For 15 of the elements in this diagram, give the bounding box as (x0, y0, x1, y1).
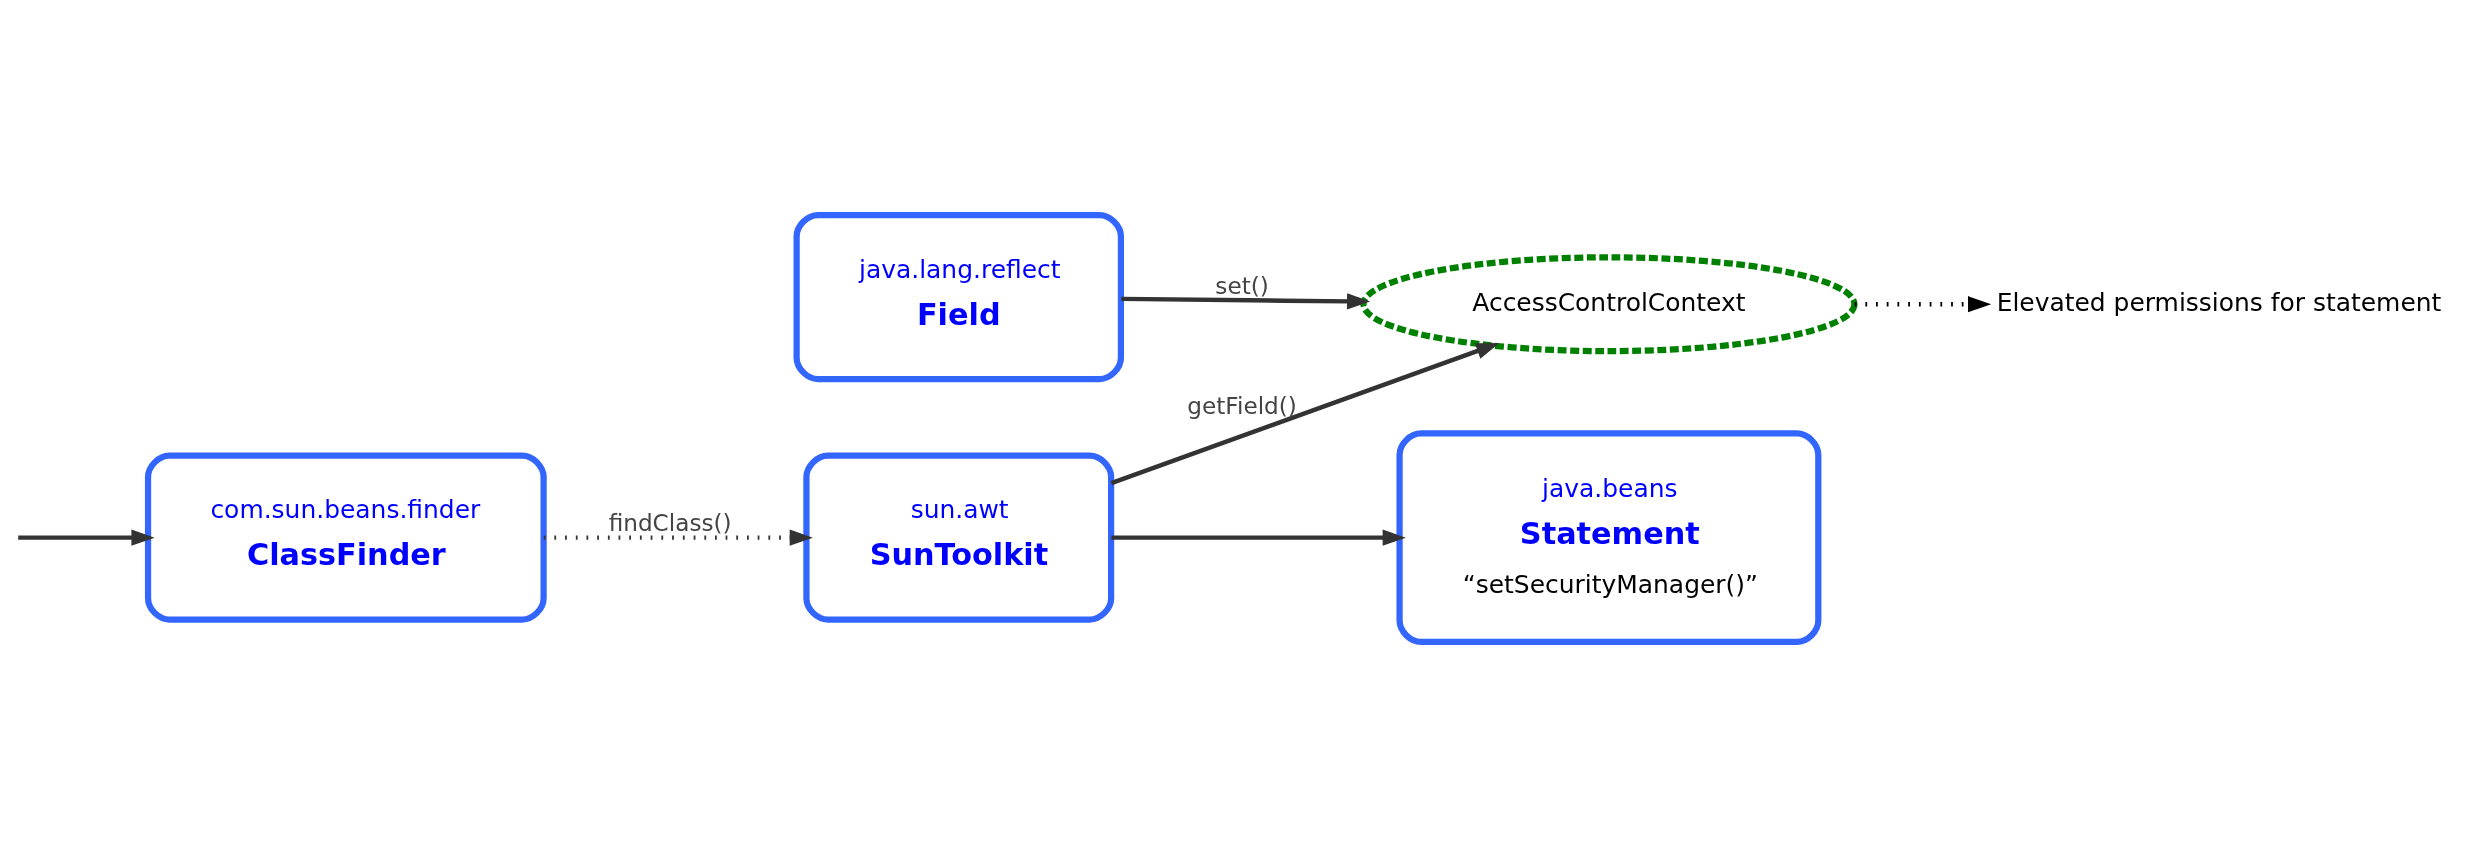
node-text: Elevated permissions for statement (1996, 287, 2442, 317)
edge-label: getField() (1187, 392, 1297, 419)
edge-label: set() (1215, 272, 1269, 299)
arrow (1111, 529, 1406, 546)
arrow (18, 529, 155, 546)
arrow (1854, 295, 1992, 312)
node-box: com.sun.beans.finder ClassFinder (144, 452, 547, 623)
arrow (543, 529, 813, 546)
arrow (1110, 342, 1500, 485)
arrow (1121, 292, 1371, 309)
edge-label: findClass() (608, 509, 732, 536)
node-ellipse: AccessControlContext (1360, 253, 1858, 354)
node-box: sun.awt SunToolkit (803, 452, 1115, 623)
node-box: java.beans Statement “setSecurityManager()” (1396, 429, 1822, 645)
node-box: java.lang.reflect Field (793, 211, 1125, 382)
